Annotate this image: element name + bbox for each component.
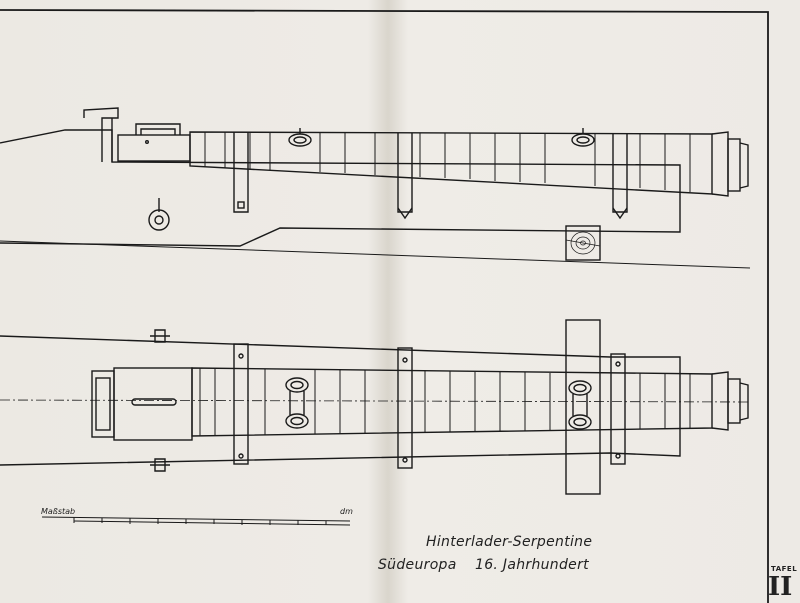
top-band-1 bbox=[233, 343, 249, 465]
top-cross-bar bbox=[565, 319, 601, 495]
top-band-2 bbox=[397, 347, 413, 469]
side-view bbox=[0, 107, 751, 269]
top-loop-2a bbox=[568, 380, 592, 396]
top-barrel-rings bbox=[199, 368, 691, 436]
plate-word: TAFEL bbox=[771, 565, 798, 573]
top-band-3 bbox=[610, 353, 626, 465]
side-pin bbox=[148, 209, 170, 231]
side-barrel-rings bbox=[204, 132, 691, 192]
top-muzzle bbox=[711, 371, 729, 431]
top-pin-lower bbox=[150, 458, 170, 472]
side-ground-line bbox=[0, 240, 751, 269]
plate-border bbox=[0, 9, 769, 603]
scale-end-label: dm bbox=[340, 507, 353, 516]
side-handle bbox=[135, 123, 181, 135]
side-band-3 bbox=[612, 134, 628, 213]
side-stock bbox=[0, 129, 681, 247]
drawing-title: Hinterlader-Serpentine bbox=[426, 534, 593, 550]
side-loop-2 bbox=[571, 133, 595, 147]
top-view bbox=[0, 319, 751, 495]
side-chamber bbox=[117, 134, 191, 162]
top-center-axis bbox=[0, 399, 751, 403]
top-pin-upper bbox=[150, 329, 170, 343]
side-muzzle bbox=[711, 131, 729, 197]
top-loop-2b bbox=[568, 414, 592, 430]
scale-start-label: Maßstab bbox=[41, 507, 76, 516]
drawing-region: Südeuropa bbox=[378, 557, 457, 573]
side-wood-section bbox=[565, 225, 601, 261]
top-loop-1b bbox=[285, 413, 309, 429]
top-stock bbox=[0, 335, 681, 466]
side-loop-1 bbox=[288, 133, 312, 147]
drawing-century: 16. Jahrhundert bbox=[475, 557, 589, 573]
top-loop-1a bbox=[285, 377, 309, 393]
scale-bar bbox=[41, 516, 351, 526]
side-band-2 bbox=[397, 133, 413, 213]
side-lever bbox=[83, 107, 119, 162]
plate-number: II bbox=[768, 572, 793, 602]
side-band-1 bbox=[233, 132, 249, 213]
